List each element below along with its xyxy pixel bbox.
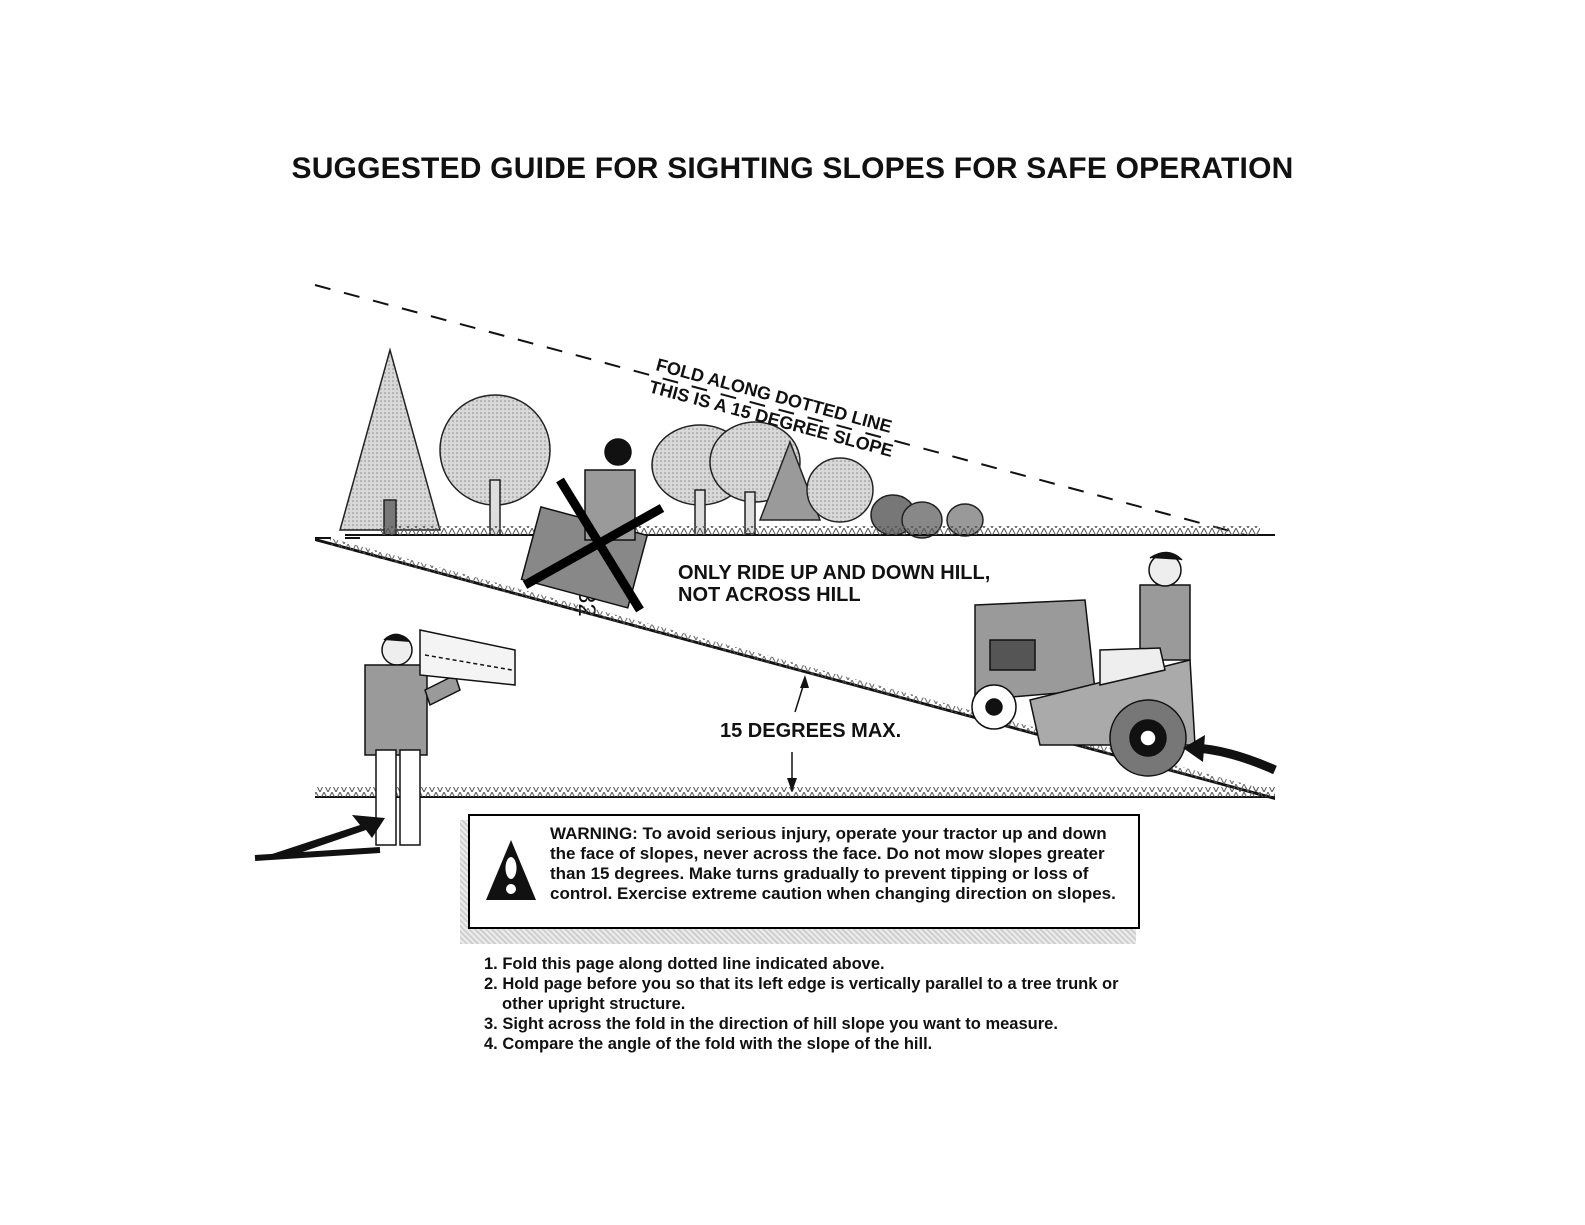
max-slope-label: 15 DEGREES MAX. — [720, 720, 902, 742]
sighting-man — [364, 629, 516, 846]
page-title: SUGGESTED GUIDE FOR SIGHTING SLOPES FOR … — [291, 152, 1294, 185]
list-item: 2. Hold page before you so that its left… — [484, 975, 1119, 1013]
list-item: 1. Fold this page along dotted line indi… — [484, 955, 885, 973]
list-item: 3. Sight across the fold in the directio… — [484, 1015, 1058, 1033]
list-item: 4. Compare the angle of the fold with th… — [484, 1035, 933, 1053]
instruction-list: 1. Fold this page along dotted line indi… — [484, 954, 1164, 1054]
warning-text: WARNING: To avoid serious injury, operat… — [550, 824, 1116, 903]
uphill-tractor — [971, 551, 1196, 777]
warning-box: WARNING: To avoid serious injury, operat… — [468, 814, 1140, 929]
uphill-arrow — [1194, 743, 1277, 775]
ride-direction-note: ONLY RIDE UP AND DOWN HILL, NOT ACROSS H… — [678, 562, 991, 606]
warning-triangle-icon — [486, 840, 536, 900]
fold-dashed-line — [314, 284, 1246, 536]
